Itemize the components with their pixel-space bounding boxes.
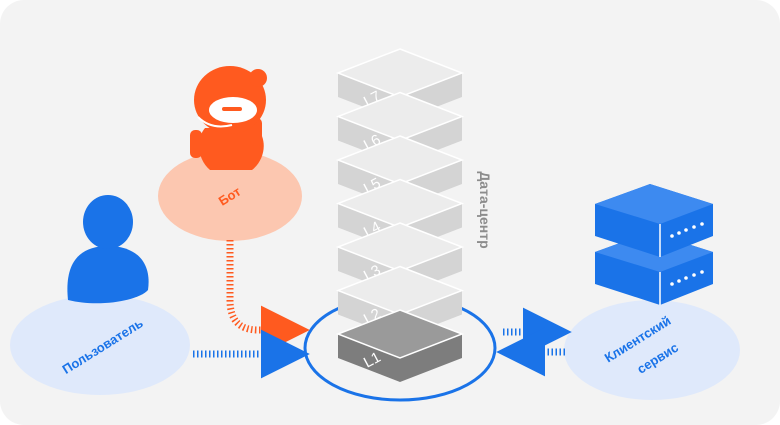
bot-platform bbox=[158, 151, 302, 241]
server-icon bbox=[595, 184, 713, 305]
bot-to-datacenter-arrow bbox=[226, 240, 310, 355]
robot-icon bbox=[190, 66, 267, 170]
user-icon bbox=[67, 195, 149, 304]
client-service-node: Клиентский сервис bbox=[564, 184, 740, 400]
layer-l1: L1 bbox=[335, 309, 465, 382]
datacenter-label: Дата-центр bbox=[477, 171, 493, 248]
client-platform bbox=[564, 300, 740, 400]
layer-label-l1: L1 bbox=[361, 349, 384, 372]
bot-node: Бот bbox=[158, 66, 302, 241]
user-platform bbox=[10, 295, 190, 395]
user-node: Пользователь bbox=[10, 195, 190, 395]
